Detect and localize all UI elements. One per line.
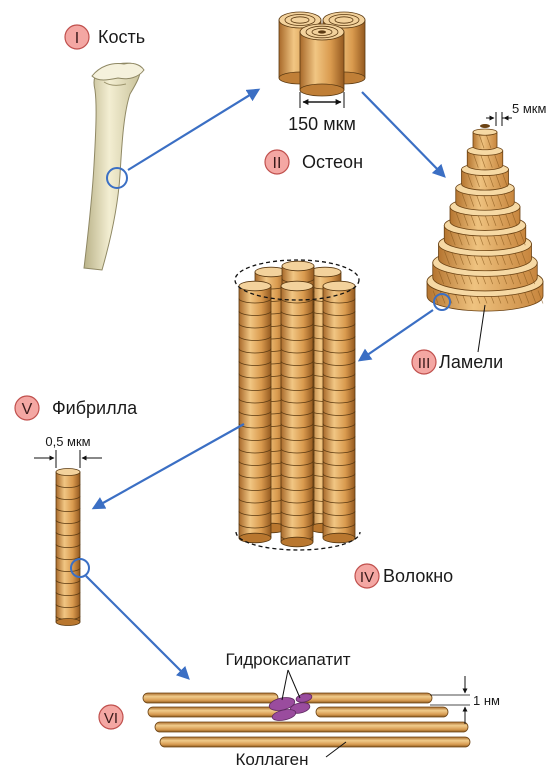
collagen-molecule [143, 693, 278, 703]
collagen-molecule [300, 693, 432, 703]
collagen-molecule [316, 707, 448, 717]
lamella-dimension [486, 112, 512, 126]
svg-text:II: II [273, 155, 282, 172]
hydroxyapatite-leader [288, 670, 300, 698]
fibril-column [281, 281, 313, 547]
collagen-dimension-label: 1 нм [473, 693, 500, 708]
fibril-body [56, 472, 80, 622]
osteon-dimension-label: 150 мкм [288, 114, 356, 134]
arrow-fibril-to-collagen [86, 576, 188, 678]
fibril-column [323, 281, 355, 543]
collagen-molecule [155, 722, 468, 732]
fibril-dimension-label: 0,5 мкм [45, 434, 90, 449]
badge-stage-2: II [265, 150, 289, 174]
fibril-dimension [34, 450, 102, 468]
arrow-osteon-to-lamellae [362, 92, 444, 176]
svg-text:VI: VI [104, 710, 118, 727]
collagen-molecule [160, 737, 470, 747]
stage-fibril [56, 469, 89, 626]
svg-text:III: III [418, 355, 431, 372]
fibril-bottom [56, 619, 80, 626]
badge-stage-6: VI [99, 705, 123, 729]
lamella-leader [478, 305, 485, 352]
arrow-bone-to-osteon [128, 90, 258, 170]
stage-collagen [143, 692, 470, 747]
lamella-tier [473, 129, 497, 150]
badge-stage-1: I [65, 25, 89, 49]
svg-text:IV: IV [360, 569, 374, 586]
arrow-fiber-to-fibril [94, 424, 244, 508]
label-lamellae: Ламели [439, 352, 503, 372]
hydroxyapatite-leader [282, 670, 288, 700]
collagen-label: Коллаген [236, 750, 309, 769]
badge-stage-4: IV [355, 564, 379, 588]
haversian-canal [480, 124, 490, 128]
stage-lamellae [427, 124, 543, 352]
collagen-molecule [148, 707, 286, 717]
label-fiber: Волокно [383, 566, 453, 586]
svg-text:V: V [22, 401, 33, 418]
stage-osteon [279, 12, 365, 108]
label-bone: Кость [98, 27, 145, 47]
hydroxyapatite-label: Гидроксиапатит [225, 650, 350, 669]
badge-stage-3: III [412, 350, 436, 374]
badge-stage-5: V [15, 396, 39, 420]
label-osteon: Остеон [302, 152, 363, 172]
fibril-column [239, 281, 271, 543]
label-fibril: Фибрилла [52, 398, 138, 418]
stage-fiber [235, 260, 360, 550]
svg-text:I: I [75, 30, 79, 47]
fibril-top [56, 469, 80, 476]
lamella-dimension-label: 5 мкм [512, 101, 546, 116]
